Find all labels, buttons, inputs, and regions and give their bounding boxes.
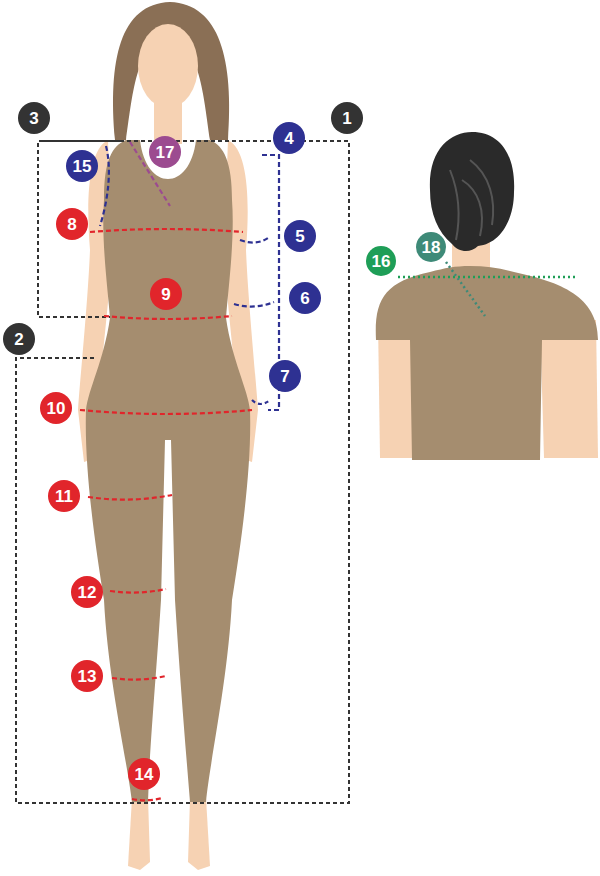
callout-number: 18 (416, 232, 446, 262)
callout-circle (56, 208, 88, 240)
tank-top-and-leggings (86, 140, 250, 802)
thigh-line (88, 495, 172, 500)
callout-number: 5 (284, 220, 316, 252)
callout-label: 7 (280, 368, 289, 385)
callout-number: 6 (289, 282, 321, 314)
callout-label: 15 (73, 158, 92, 175)
shoulder-curve (100, 146, 109, 226)
callout-number: 8 (56, 208, 88, 240)
callout-circle (289, 282, 321, 314)
callout-circle (273, 122, 305, 154)
callout-label: 6 (300, 290, 309, 307)
waist-line (104, 316, 232, 319)
hip-line (80, 410, 252, 414)
callout-number: 1 (331, 102, 363, 134)
callout-circle (66, 150, 98, 182)
back-left-arm (378, 320, 414, 458)
back-right-arm (540, 320, 598, 458)
wrist-line (252, 400, 270, 404)
callout-label: 2 (14, 331, 23, 348)
callout-label: 9 (161, 286, 170, 303)
shoulder-width-line (398, 276, 578, 279)
callout-number: 17 (149, 136, 181, 168)
callout-circle (269, 360, 301, 392)
callout-circle (3, 323, 35, 355)
back-hair (430, 132, 514, 251)
callout-number: 11 (48, 480, 80, 512)
bust-line (90, 229, 243, 232)
callout-number: 12 (71, 576, 103, 608)
callout-number: 13 (71, 660, 103, 692)
callout-label: 8 (67, 216, 76, 233)
callout-number: 15 (66, 150, 98, 182)
callout-label: 1 (342, 110, 351, 127)
callout-number: 14 (128, 758, 160, 790)
callout-circle (48, 480, 80, 512)
callout-number: 2 (3, 323, 35, 355)
callout-circle (331, 102, 363, 134)
region-bracket (16, 141, 349, 803)
callout-label: 16 (372, 253, 391, 270)
callout-circle (128, 758, 160, 790)
region-bracket (38, 141, 120, 317)
forearm-line (234, 302, 274, 307)
callout-circle (150, 278, 182, 310)
callout-number: 3 (18, 102, 50, 134)
callout-label: 4 (284, 130, 293, 147)
callout-circle (71, 576, 103, 608)
callout-number: 10 (40, 392, 72, 424)
callout-label: 5 (295, 228, 304, 245)
upper-arm-line (240, 238, 268, 243)
callout-label: 11 (55, 488, 73, 505)
right-foot (188, 798, 210, 870)
callout-label: 12 (78, 584, 97, 601)
knee-line (110, 589, 166, 593)
face (138, 24, 198, 108)
callout-circle (71, 660, 103, 692)
hair-bun (450, 160, 493, 240)
callout-circle (40, 392, 72, 424)
calf-line (112, 676, 166, 680)
callout-label: 14 (135, 766, 154, 783)
callout-number: 7 (269, 360, 301, 392)
callout-circle (416, 232, 446, 262)
back-shirt (376, 266, 598, 460)
callout-circle (149, 136, 181, 168)
callout-circle (366, 246, 396, 276)
callout-circle (284, 220, 316, 252)
callout-circle (18, 102, 50, 134)
callout-label: 18 (422, 239, 441, 256)
callout-number: 16 (366, 246, 396, 276)
callout-label: 10 (47, 400, 66, 417)
left-foot (128, 798, 150, 870)
callout-number: 9 (150, 278, 182, 310)
callout-label: 17 (156, 144, 175, 161)
back-neck-line (446, 262, 485, 316)
ankle-line (132, 798, 162, 800)
callout-label: 3 (29, 110, 38, 127)
callout-number: 4 (273, 122, 305, 154)
callout-label: 13 (78, 668, 97, 685)
